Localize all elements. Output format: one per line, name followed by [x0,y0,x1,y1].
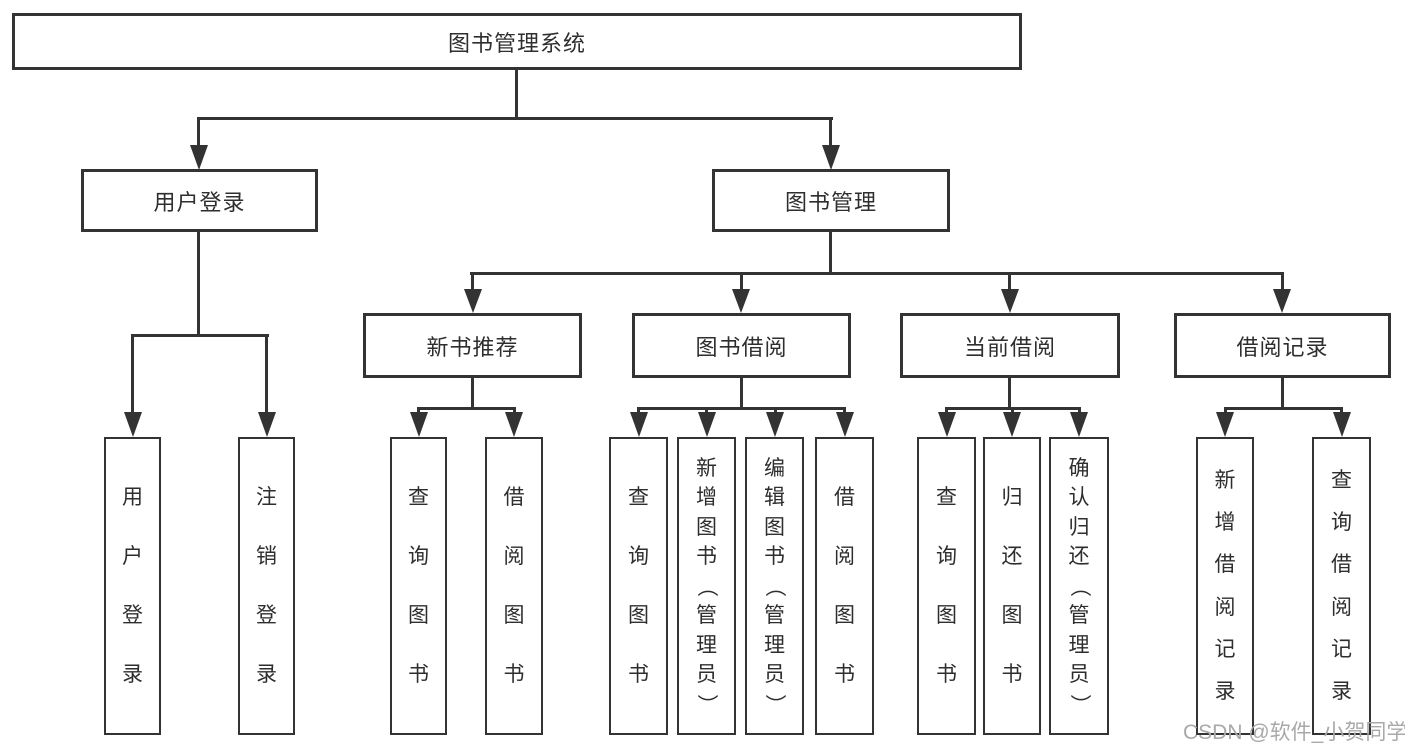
connector-leaf-shaft [1340,407,1343,416]
arrow-down-icon-leaf [938,412,956,437]
leaf-add-borrow-record: 新增借阅记录 [1196,437,1254,735]
connector-l3-shaft [740,272,743,292]
leaf-query-books-current: 查询图书 [917,437,976,735]
connector-l3-shaft [1281,272,1284,292]
connector-book-mgmt-shaft [829,117,832,147]
connector-leaf-shaft [265,334,268,416]
node-root-label: 图书管理系统 [447,30,586,56]
csdn-watermark: CSDN @软件_小贺同学 [1183,721,1405,744]
leaf-query-books-recommend-label: 查询图书 [408,486,429,686]
node-book-management-label: 图书管理 [784,189,877,215]
arrow-down-icon-leaf [766,412,784,437]
arrow-down-icon-leaf [124,412,142,437]
arrow-down-icon-l3 [464,289,482,313]
node-new-book-recommend-label: 新书推荐 [426,334,519,360]
leaf-edit-books-admin-label: 编辑图书（管理员） [763,456,786,715]
connector-root-drop [515,70,518,118]
leaf-return-books-label: 归还图书 [1001,486,1023,686]
connector-leaf-shaft [774,407,777,416]
connector-borrow-records-bar [1224,407,1343,410]
connector-leaf-shaft [417,407,420,416]
connector-leaf-shaft [1078,407,1081,416]
node-new-book-recommend: 新书推荐 [363,313,582,378]
leaf-user-login-label: 用户登录 [122,486,143,686]
arrow-down-icon-leaf [1070,412,1088,437]
connector-level3-bar [470,272,1283,275]
leaf-borrow-books-recommend-label: 借阅图书 [503,486,525,686]
leaf-borrow-books: 借阅图书 [815,437,874,735]
arrow-down-icon-leaf [1003,412,1021,437]
connector-leaf-shaft [513,407,516,416]
connector-leaf-shaft [843,407,846,416]
arrow-down-icon-l3 [1001,289,1019,313]
arrow-down-icon-leaf [505,412,523,437]
leaf-query-borrow-record-label: 查询借阅记录 [1331,469,1352,703]
connector-leaf-shaft [637,407,640,416]
connector-user-login-shaft [197,117,200,147]
connector-leaf-shaft [1224,407,1227,416]
leaf-query-books-borrow-label: 查询图书 [628,486,649,686]
leaf-logout-label: 注销登录 [256,486,277,686]
node-book-borrow: 图书借阅 [632,313,851,378]
connector-book-mgmt-drop [829,232,832,274]
node-borrow-records: 借阅记录 [1174,313,1391,378]
arrow-down-icon-l3 [1273,289,1291,313]
leaf-add-books-admin-label: 新增图书（管理员） [695,456,718,715]
arrow-down-icon-leaf [258,412,276,437]
connector-recommend-bar [417,407,516,410]
connector-leaf-shaft [945,407,948,416]
node-borrow-records-label: 借阅记录 [1236,334,1329,360]
leaf-add-books-admin: 新增图书（管理员） [677,437,736,735]
leaf-add-borrow-record-label: 新增借阅记录 [1214,469,1236,703]
connector-current-borrow-drop [1008,377,1011,410]
arrow-down-icon-leaf [630,412,648,437]
connector-recommend-drop [471,377,474,410]
leaf-borrow-books-label: 借阅图书 [834,486,855,686]
connector-l3-shaft [1008,272,1011,292]
arrow-down-icon-leaf [1333,412,1351,437]
arrow-down-icon-l3 [732,289,750,313]
arrow-down-icon-leaf [698,412,716,437]
arrow-down-icon-leaf [410,412,428,437]
leaf-query-books-current-label: 查询图书 [936,486,957,686]
connector-level2-bar [197,117,833,120]
connector-user-login-drop [197,232,200,337]
leaf-user-login: 用户登录 [104,437,161,735]
connector-l3-shaft [471,272,474,292]
leaf-query-borrow-record: 查询借阅记录 [1312,437,1371,735]
connector-borrow-records-drop [1281,377,1284,410]
leaf-logout: 注销登录 [238,437,295,735]
arrow-down-icon-user-login [190,145,208,170]
leaf-query-books-recommend: 查询图书 [390,437,447,735]
connector-book-borrow-drop [740,377,743,410]
connector-leaf-shaft [705,407,708,416]
connector-book-borrow-bar [637,407,846,410]
leaf-edit-books-admin: 编辑图书（管理员） [745,437,804,735]
node-user-login: 用户登录 [81,169,318,232]
connector-leaf-shaft [1011,407,1014,416]
leaf-confirm-return-admin-label: 确认归还（管理员） [1067,456,1091,715]
node-user-login-label: 用户登录 [153,189,246,215]
connector-leaf-shaft [131,334,134,416]
node-current-borrow-label: 当前借阅 [963,334,1056,360]
node-root-library-system: 图书管理系统 [12,13,1022,70]
arrow-down-icon-leaf [1216,412,1234,437]
arrow-down-icon-leaf [836,412,854,437]
leaf-return-books: 归还图书 [983,437,1041,735]
leaf-query-books-borrow: 查询图书 [609,437,668,735]
node-current-borrow: 当前借阅 [900,313,1120,378]
connector-user-login-bar [131,334,269,337]
leaf-borrow-books-recommend: 借阅图书 [485,437,543,735]
node-book-borrow-label: 图书借阅 [695,334,788,360]
node-book-management: 图书管理 [712,169,950,232]
arrow-down-icon-book-mgmt [822,145,840,170]
leaf-confirm-return-admin: 确认归还（管理员） [1049,437,1109,735]
